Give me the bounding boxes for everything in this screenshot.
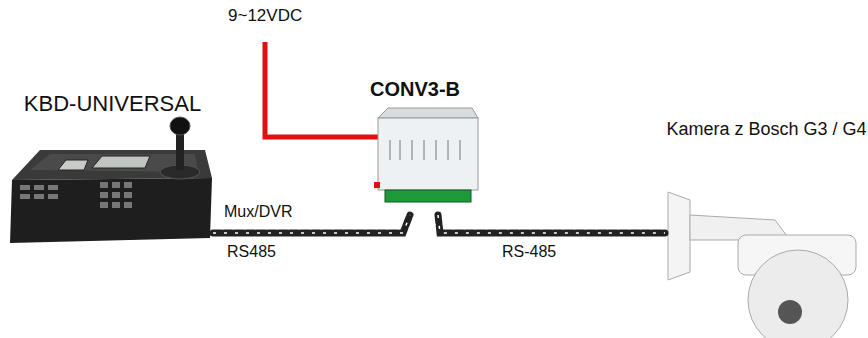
- cable-highlight: [438, 215, 665, 233]
- keyboard-illustration: [10, 117, 212, 243]
- keyboard-node: KBD-UNIVERSAL: [0, 85, 225, 255]
- edge-label: RS-485: [500, 243, 558, 261]
- node-heading: CONV3-B: [345, 77, 485, 102]
- node-heading: KBD-UNIVERSAL: [0, 90, 225, 118]
- converter-illustration: [374, 108, 478, 202]
- power-wire: [265, 42, 380, 137]
- camera-node: Kamera z Bosch G3 / G4: [665, 118, 868, 338]
- edge-label: RS485: [225, 243, 278, 261]
- signal-label: Mux/DVR: [222, 203, 294, 221]
- node-heading: Kamera z Bosch G3 / G4: [665, 118, 868, 141]
- cable-twist: [438, 215, 665, 233]
- camera-illustration: [668, 192, 856, 338]
- signal-label: 9~12VDC: [226, 6, 304, 26]
- converter-node: CONV3-B: [345, 75, 485, 215]
- twisted-pair-cable: [438, 215, 665, 233]
